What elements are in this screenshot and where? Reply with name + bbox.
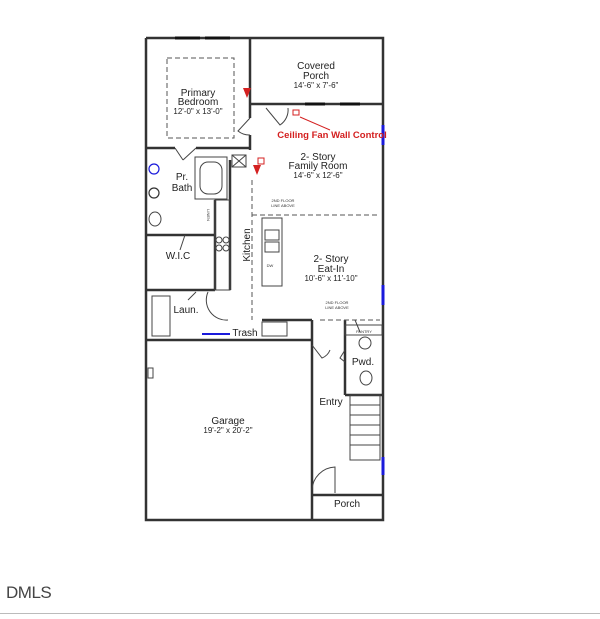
wic-label: W.I.C <box>166 251 190 262</box>
ceiling-fan-control-icon <box>292 109 300 116</box>
dmls-logo: DMLS <box>6 583 52 602</box>
ceiling-fan-label: Ceiling Fan Wall Control <box>277 130 386 141</box>
second-floor-note: LINE ABOVE <box>271 203 295 208</box>
primary-bedroom-label: Primary <box>181 88 215 99</box>
second-floor-note: 2ND FLOOR <box>326 300 349 305</box>
pantry-label: PANTRY <box>356 329 372 334</box>
second-floor-note: 2ND FLOOR <box>272 198 295 203</box>
powder-room-label: Pwd. <box>352 357 374 368</box>
covered-porch-label: Porch <box>303 71 329 82</box>
doors[interactable] <box>174 107 361 493</box>
toilet-icon <box>359 370 373 386</box>
room-labels: Primary Bedroom 12'-0" x 13'-0" Covered … <box>166 61 374 510</box>
entry-label: Entry <box>319 397 342 408</box>
covered-porch-dims: 14'-6" x 7'-6" <box>294 81 339 90</box>
eat-in-label: 2- Story <box>313 254 348 265</box>
eat-in-dims: 10'-6" x 11'-10" <box>304 274 357 283</box>
divider <box>0 613 600 614</box>
eat-in-label: Eat-In <box>318 264 345 275</box>
family-room-dims: 14'-6" x 12'-6" <box>293 171 342 180</box>
primary-bedroom-dims: 12'-0" x 13'-0" <box>173 107 222 116</box>
trash-label: Trash <box>232 328 257 339</box>
kitchen-counter <box>214 199 231 291</box>
family-room-label: 2- Story <box>300 152 335 163</box>
kitchen-island <box>261 217 283 287</box>
second-floor-lines <box>166 57 380 321</box>
ceiling-fan-annotation: Ceiling Fan Wall Control <box>243 88 387 175</box>
bathtub <box>194 156 228 200</box>
second-floor-note: LINE ABOVE <box>325 305 349 310</box>
family-room-label: Family Room <box>289 161 348 172</box>
sink-icon <box>358 336 372 350</box>
covered-porch-label: Covered <box>297 61 335 72</box>
exterior-walls <box>144 36 385 522</box>
kitchen-label: Kitchen <box>242 228 253 261</box>
garage-dims: 19'-2" x 20'-2" <box>203 426 252 435</box>
front-door <box>311 466 336 493</box>
porch-label: Porch <box>334 499 360 510</box>
laundry-label: Laun. <box>173 305 198 316</box>
trash-cabinet <box>261 321 288 337</box>
dishwasher-label: DW <box>267 263 274 268</box>
linen-label: LINEN <box>206 209 211 221</box>
stairs <box>349 394 381 461</box>
fixtures <box>147 154 383 461</box>
pr-bath-label: Pr. <box>176 172 188 183</box>
toilet-icon <box>148 211 162 227</box>
windows <box>148 36 385 475</box>
washer-dryer <box>151 295 171 337</box>
garage-label: Garage <box>211 416 245 427</box>
pr-bath-label: Bath <box>172 183 193 194</box>
primary-bedroom-label: Bedroom <box>178 97 219 108</box>
